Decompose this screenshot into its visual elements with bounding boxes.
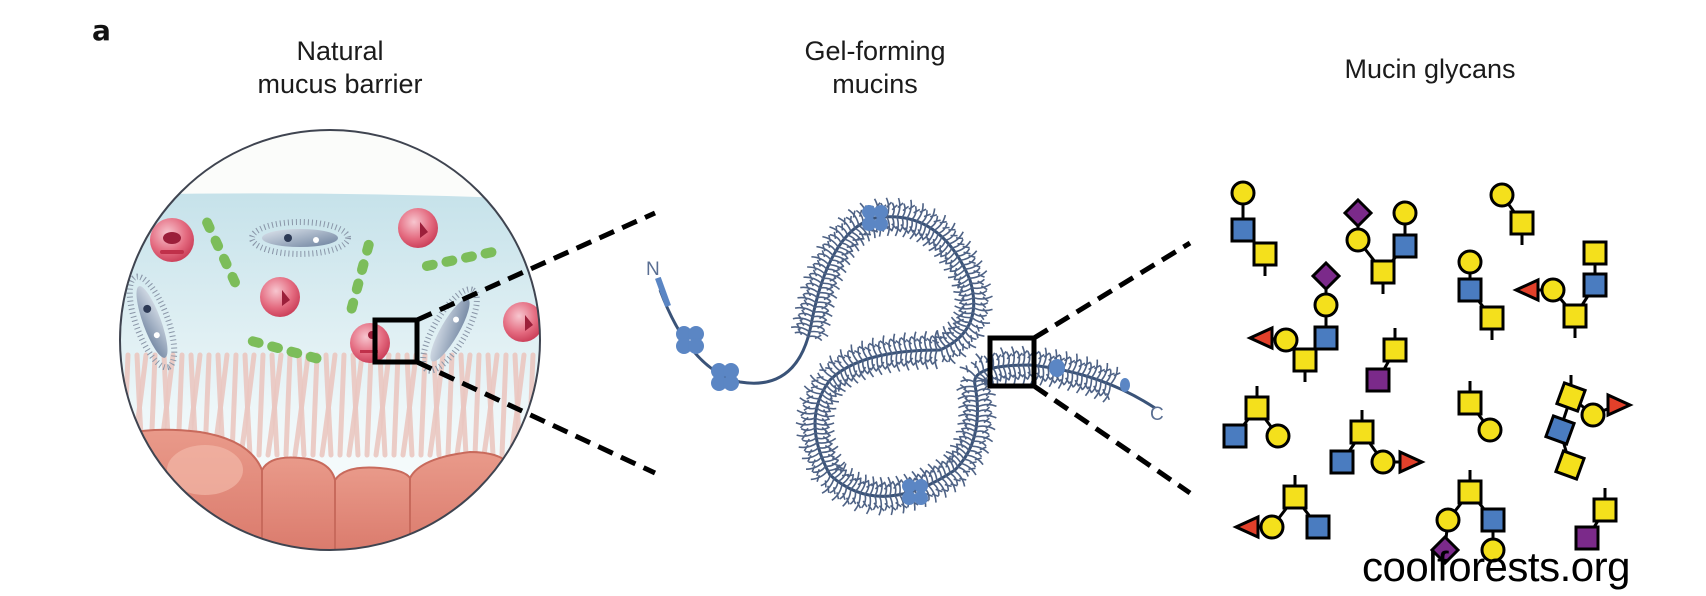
glcnac-square xyxy=(1480,507,1506,533)
mucus-barrier-illustration xyxy=(120,130,540,550)
panel-title-mucin-glycans: Mucin glycans xyxy=(1344,54,1516,84)
galactose-circle xyxy=(1392,200,1418,226)
zoom-line-upper-2 xyxy=(1032,240,1192,341)
neutrophil xyxy=(503,302,540,342)
galactose-circle xyxy=(1477,417,1503,443)
panel-title-gel-forming-mucins: Gel-forming mucins xyxy=(804,36,946,99)
galactose-circle xyxy=(1457,249,1483,275)
galnac-square xyxy=(1509,210,1535,236)
galnac-square xyxy=(1554,380,1588,414)
galactose-circle xyxy=(1273,327,1299,353)
watermark: coolforests.org xyxy=(1362,543,1630,590)
panel-label: a xyxy=(92,14,111,47)
zoom-line-lower-1 xyxy=(415,359,657,476)
galactose-circle xyxy=(1259,514,1285,540)
microvilli xyxy=(121,352,540,458)
galnac-square xyxy=(1382,337,1408,363)
fucose-triangle xyxy=(1246,325,1274,351)
galactose-circle xyxy=(1580,402,1606,428)
sialic-acid-diamond xyxy=(1342,197,1374,229)
galactose-circle xyxy=(1489,182,1515,208)
galactose-circle xyxy=(1480,537,1506,563)
fucose-triangle xyxy=(1232,514,1260,540)
glcnac-square xyxy=(1457,277,1483,303)
galnac-square xyxy=(1479,305,1505,331)
chain-bacteria xyxy=(202,217,497,364)
c-terminus-label: C xyxy=(1150,404,1164,425)
purple-square xyxy=(1574,525,1600,551)
galnac-square xyxy=(1370,259,1396,285)
neutrophil xyxy=(398,208,438,248)
neutrophils xyxy=(150,208,540,363)
magnification-circle xyxy=(119,129,541,551)
glcnac-square xyxy=(1222,423,1248,449)
zoom-box-mucus xyxy=(372,317,420,365)
galnac-square xyxy=(1592,497,1618,523)
n-terminal-domain xyxy=(655,276,671,308)
zoom-line-upper-1 xyxy=(415,210,657,323)
galnac-square xyxy=(1252,241,1278,267)
mucin-backbone xyxy=(658,215,1156,498)
neutrophil xyxy=(350,323,390,363)
galnac-square xyxy=(1349,419,1375,445)
neutrophil xyxy=(150,218,194,262)
glcnac-square xyxy=(1313,325,1339,351)
zoom-box-mucin xyxy=(987,335,1037,389)
glcnac-square xyxy=(1329,449,1355,475)
galnac-square xyxy=(1244,395,1270,421)
sialic-acid-diamond xyxy=(1429,534,1461,566)
glcnac-square xyxy=(1230,217,1256,243)
galactose-circle xyxy=(1313,292,1339,318)
fucose-triangle xyxy=(1606,392,1634,418)
glcnac-square xyxy=(1543,413,1577,447)
fucose-triangle xyxy=(1398,449,1426,475)
galnac-square xyxy=(1282,484,1308,510)
purple-square xyxy=(1365,367,1391,393)
fucose-triangle xyxy=(1512,277,1540,303)
galnac-square xyxy=(1553,448,1587,482)
galnac-square xyxy=(1457,390,1483,416)
galnac-square xyxy=(1292,347,1318,373)
galnac-square xyxy=(1457,479,1483,505)
galnac-square xyxy=(1562,303,1588,329)
rod-bacteria xyxy=(126,219,480,374)
galactose-circle xyxy=(1345,227,1371,253)
neutrophil xyxy=(260,277,300,317)
glcnac-square xyxy=(1305,514,1331,540)
galactose-circle xyxy=(1540,277,1566,303)
galactose-circle xyxy=(1230,180,1256,206)
mucin-polymer: N C xyxy=(646,197,1164,516)
galnac-square xyxy=(1582,240,1608,266)
zoom-line-lower-2 xyxy=(1032,383,1192,496)
n-terminus-label: N xyxy=(646,259,660,280)
glycan-structures xyxy=(1222,180,1634,566)
galactose-circle xyxy=(1370,449,1396,475)
galactose-circle xyxy=(1265,423,1291,449)
glcnac-square xyxy=(1392,233,1418,259)
vwd-domains xyxy=(676,205,1130,505)
glcnac-square xyxy=(1582,272,1608,298)
galactose-circle xyxy=(1435,507,1461,533)
sialic-acid-diamond xyxy=(1310,260,1342,292)
panel-title-natural-mucus-barrier: Natural mucus barrier xyxy=(257,36,423,99)
